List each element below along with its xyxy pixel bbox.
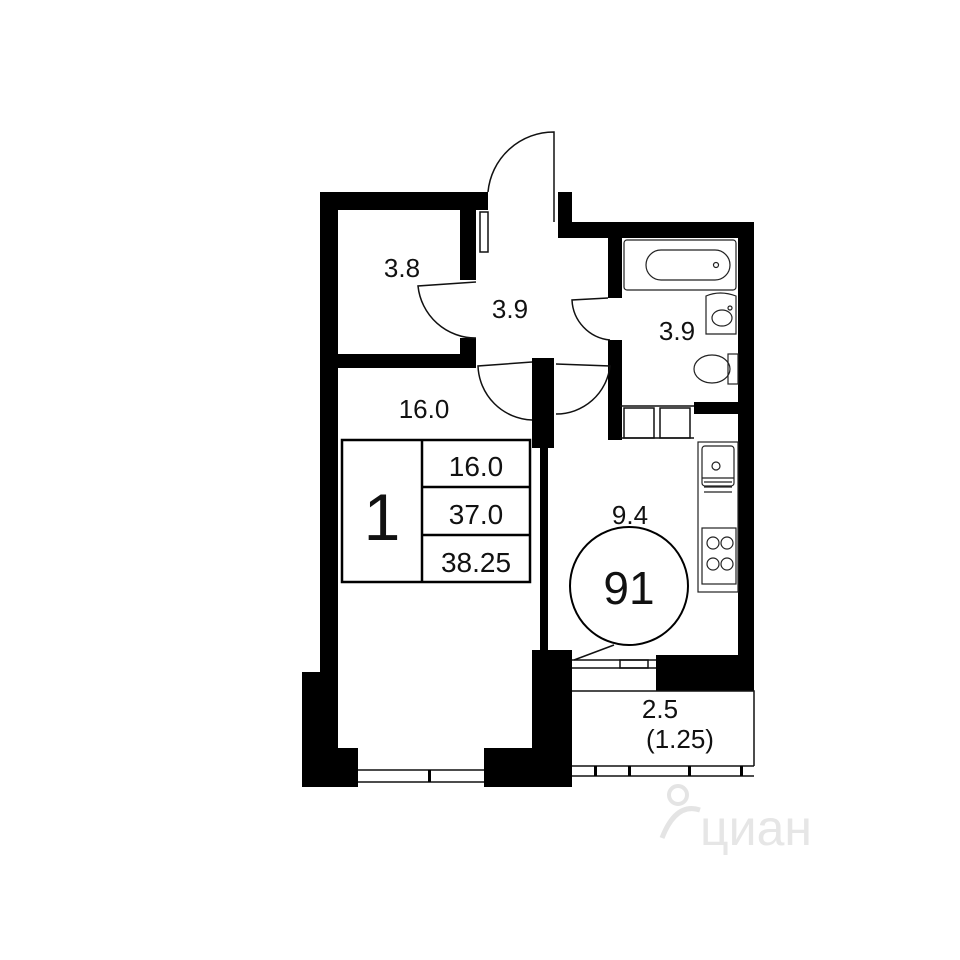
window-markers <box>428 766 743 782</box>
hall-area: 3.9 <box>492 294 528 324</box>
kitchen-area: 9.4 <box>612 500 648 530</box>
summary-table: 1 16.0 37.0 38.25 <box>340 438 532 584</box>
apartment-number: 91 <box>603 562 654 614</box>
wall-outlines <box>358 211 755 783</box>
walls <box>302 192 754 787</box>
living-area-value: 16.0 <box>449 451 504 482</box>
sink-icon <box>705 292 737 335</box>
total-with-balcony-value: 38.25 <box>441 547 511 578</box>
apartment-number-badge: 91 <box>569 526 689 646</box>
cian-watermark: циан <box>659 784 812 856</box>
kitchen-counter <box>697 441 739 593</box>
toilet-icon <box>693 353 739 385</box>
stove-icon <box>701 527 737 585</box>
balcony-area: 2.5 <box>642 694 678 724</box>
total-area-value: 37.0 <box>449 499 504 530</box>
balcony-reduced-area: (1.25) <box>646 724 714 754</box>
rooms-count: 1 <box>364 480 401 554</box>
bathroom-area: 3.9 <box>659 316 695 346</box>
kitchen-sink-icon <box>701 445 735 493</box>
bathtub-icon <box>623 239 737 291</box>
storage-area: 3.8 <box>384 253 420 283</box>
doors <box>417 131 615 661</box>
watermark-text: циан <box>700 800 812 856</box>
living-room-area: 16.0 <box>399 394 450 424</box>
